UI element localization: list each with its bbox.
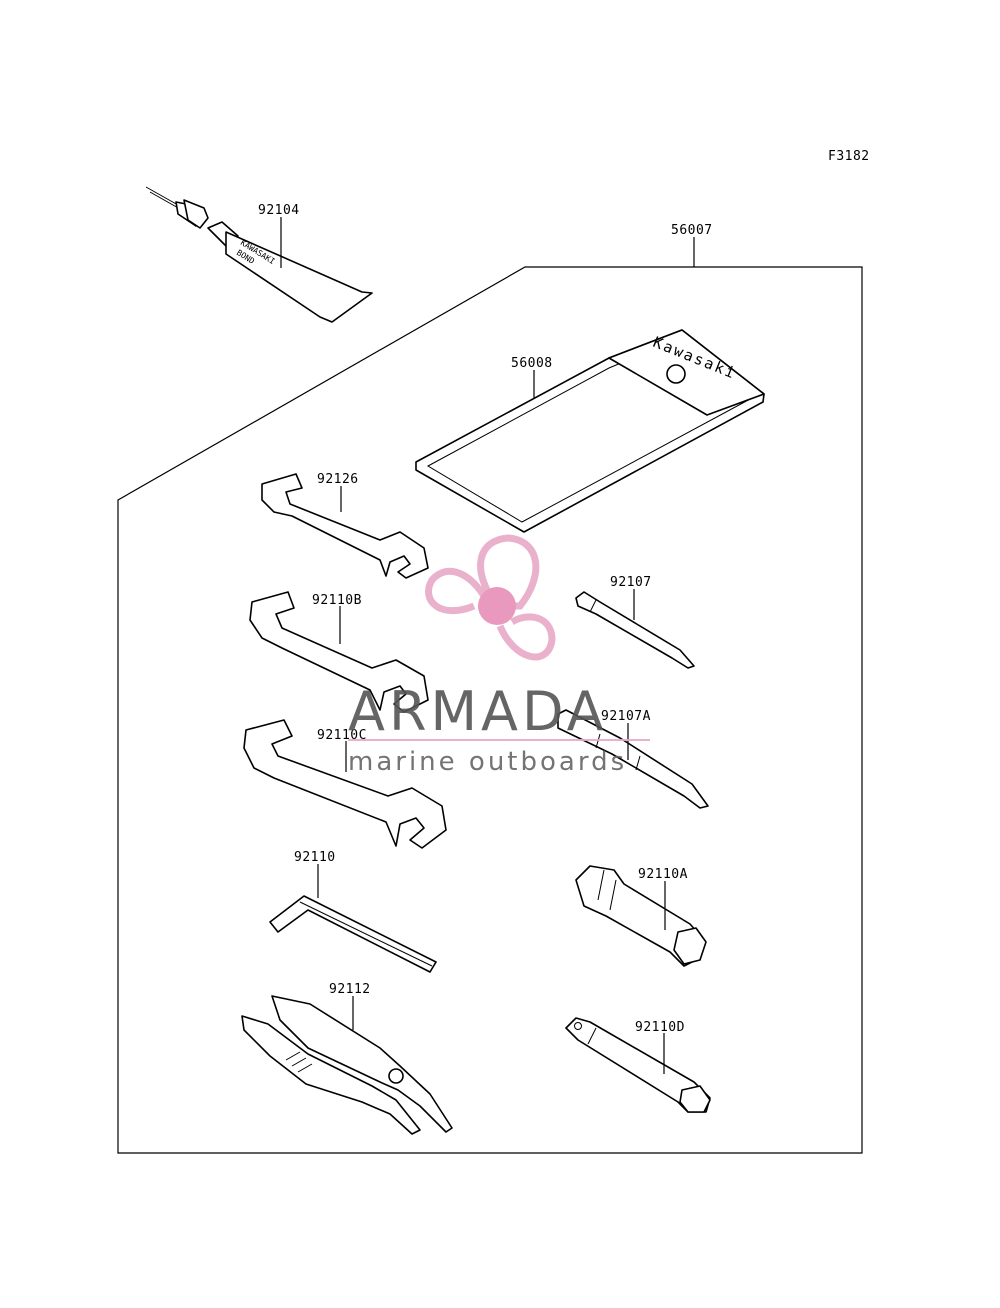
screwdriver-92107 <box>575 591 695 669</box>
label-56007: 56007 <box>671 223 713 238</box>
pliers-92112 <box>241 995 453 1135</box>
pliers-pivot <box>388 1068 404 1084</box>
wrench-92126 <box>261 473 429 579</box>
label-92107: 92107 <box>610 575 652 590</box>
label-92110b: 92110B <box>312 593 362 608</box>
label-92110d: 92110D <box>635 1020 685 1035</box>
hex-key-92110 <box>269 895 437 973</box>
label-92126: 92126 <box>317 472 359 487</box>
propeller-logo-icon <box>425 534 556 661</box>
label-92110: 92110 <box>294 850 336 865</box>
wrench-92110b <box>249 591 429 713</box>
watermark-subtitle: marine outboards <box>348 747 627 777</box>
figure-code: F3182 <box>828 149 870 164</box>
label-92110a: 92110A <box>638 867 688 882</box>
socket-92110a <box>575 865 707 967</box>
propeller-hub <box>478 587 516 625</box>
label-92107a: 92107A <box>601 709 651 724</box>
label-92112: 92112 <box>329 982 371 997</box>
socket-92110d <box>565 1017 711 1113</box>
pouch-snap <box>666 364 686 384</box>
label-56008: 56008 <box>511 356 553 371</box>
label-92104: 92104 <box>258 203 300 218</box>
watermark-title: ARMADA <box>348 680 608 743</box>
watermark: ARMADA marine outboards <box>348 534 650 777</box>
wrench-92110c <box>243 719 447 849</box>
tool-pouch: Kawasaki <box>415 329 765 533</box>
kit-outline <box>117 266 863 1154</box>
